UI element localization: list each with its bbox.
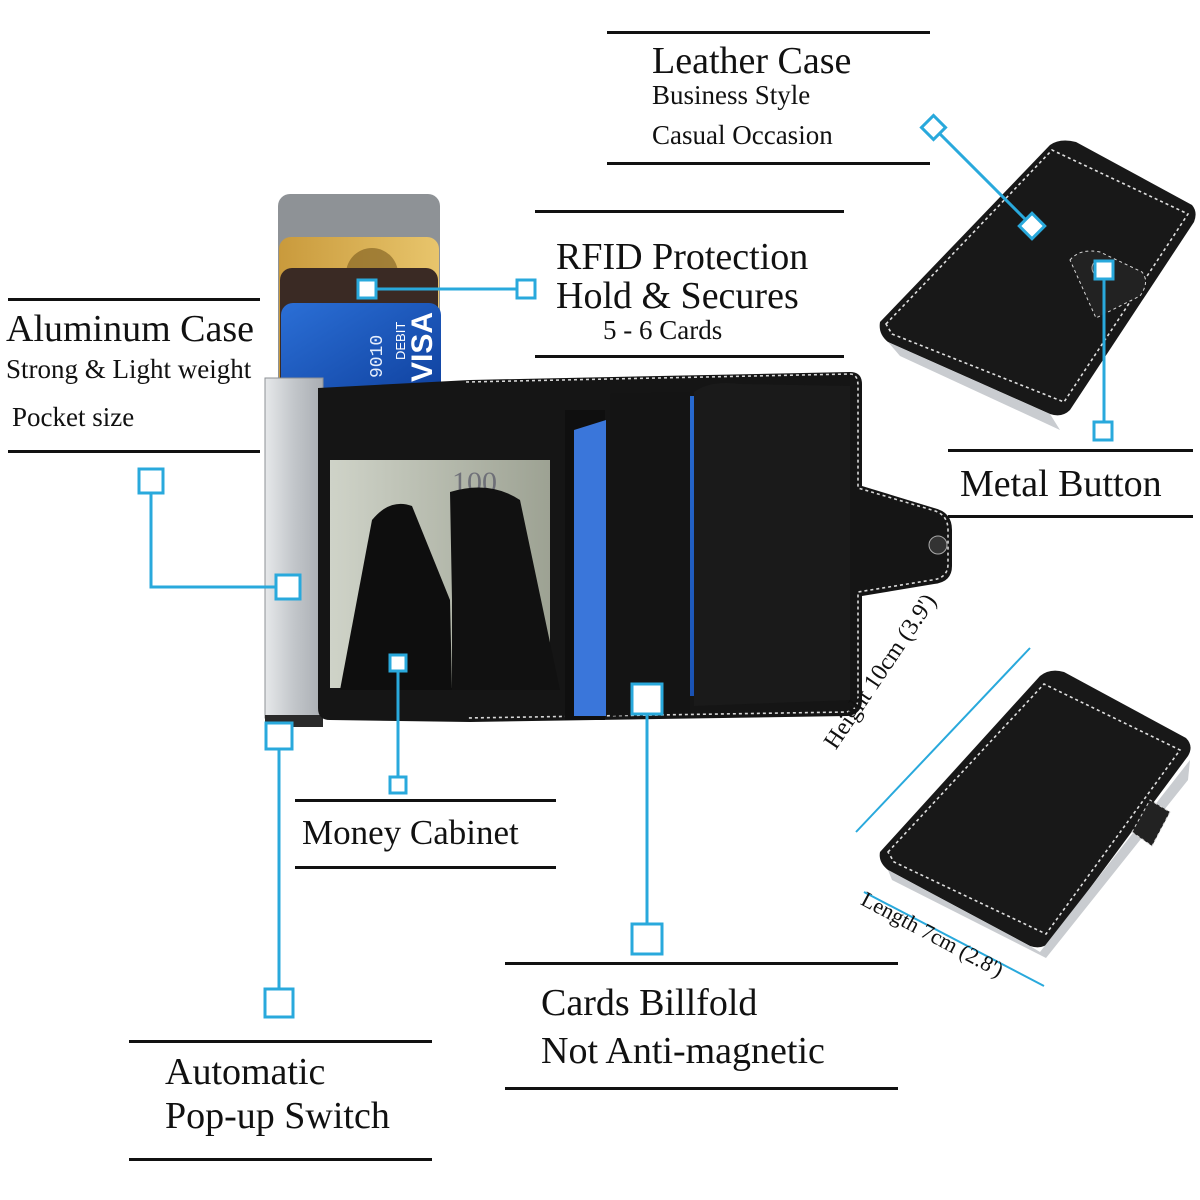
closed-wallet-bottom-image [855, 647, 1191, 987]
money-cabinet-label: Money Cabinet [302, 813, 519, 852]
rule [535, 210, 844, 213]
rule [8, 450, 260, 453]
leather-case-line2: Casual Occasion [652, 120, 833, 150]
popup-line2: Pop-up Switch [165, 1095, 390, 1137]
popup-line1: Automatic [165, 1051, 326, 1093]
card-number-text: 9010 [368, 335, 388, 378]
callout-lines [149, 126, 1106, 1003]
closed-wallet-top-image [879, 140, 1196, 430]
aluminum-case-line1: Strong & Light weight [6, 354, 252, 384]
rule [8, 298, 260, 301]
card-debit-text: DEBIT [393, 322, 408, 360]
rule [129, 1158, 432, 1161]
rule [295, 866, 556, 869]
aluminum-case-line2: Pocket size [12, 402, 135, 432]
rule [505, 962, 898, 965]
callout-marker-icon [137, 113, 1115, 1019]
leather-case-line1: Business Style [652, 80, 811, 110]
rfid-line1: RFID Protection [556, 236, 809, 278]
rfid-line3: 5 - 6 Cards [603, 315, 723, 345]
rule [295, 799, 556, 802]
aluminum-case-title: Aluminum Case [6, 308, 255, 350]
rule [607, 162, 930, 165]
rule [505, 1087, 898, 1090]
rule [535, 355, 844, 358]
rule [948, 449, 1193, 452]
rfid-line2: Hold & Secures [556, 275, 799, 317]
leather-case-title: Leather Case [652, 40, 852, 82]
open-wallet-image: 100 [318, 372, 952, 722]
rule [607, 31, 930, 34]
card-visa-text: VISA [406, 312, 439, 382]
aluminum-case-image [264, 377, 324, 719]
metal-button-label: Metal Button [960, 463, 1162, 505]
rule [129, 1040, 432, 1043]
rule [948, 515, 1193, 518]
cards-billfold-line1: Cards Billfold [541, 982, 758, 1024]
card-stack-image: VISA DEBIT 9010 [278, 194, 441, 408]
cards-billfold-line2: Not Anti-magnetic [541, 1030, 825, 1072]
